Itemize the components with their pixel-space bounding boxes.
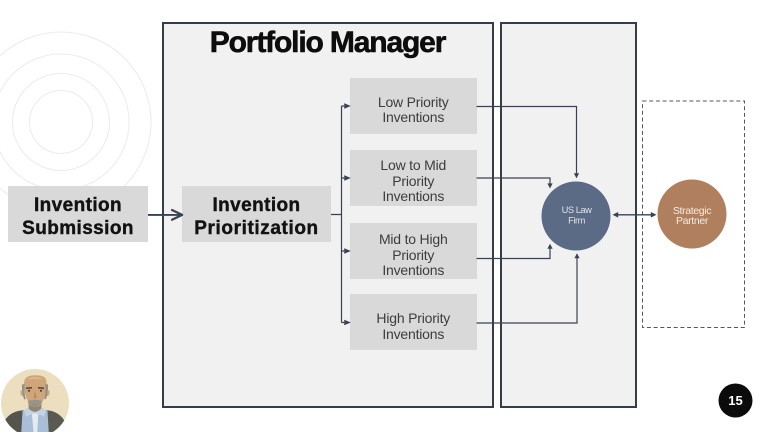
svg-text:Strategic: Strategic [673,205,711,217]
svg-text:15: 15 [728,393,742,408]
svg-text:Firm: Firm [568,216,585,226]
svg-text:US Law: US Law [562,205,593,215]
svg-text:Partner: Partner [676,215,709,227]
